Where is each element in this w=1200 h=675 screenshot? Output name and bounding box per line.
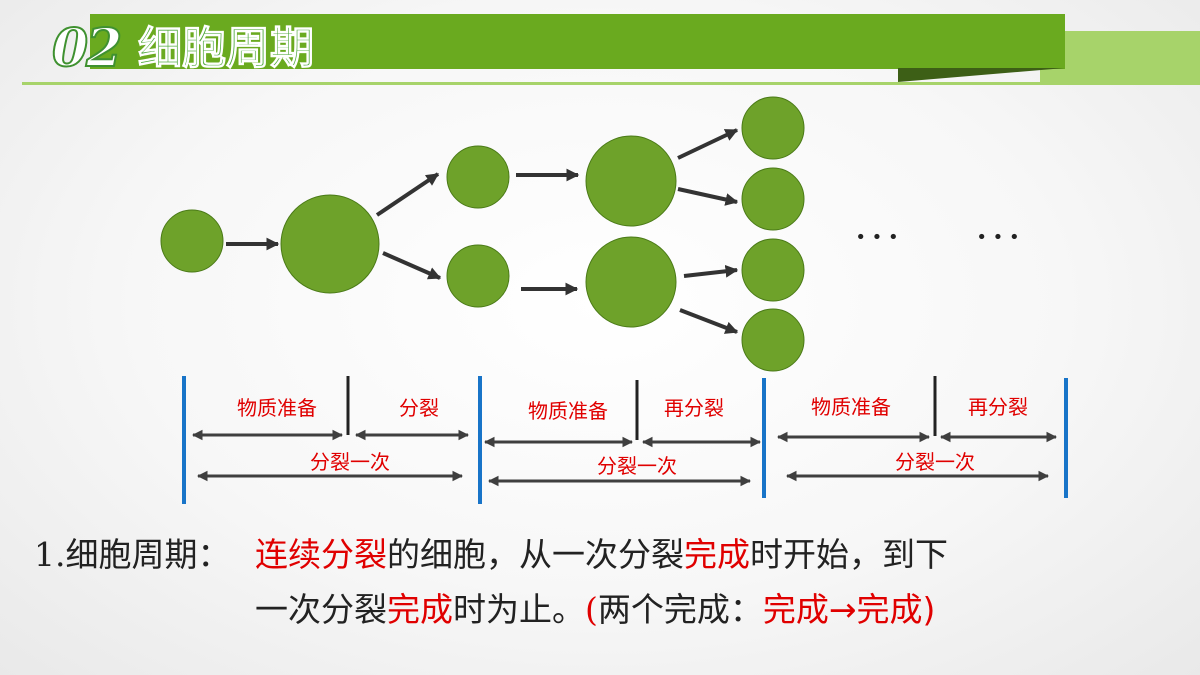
cell	[160, 209, 224, 273]
phase-label-division: 再分裂	[664, 396, 724, 420]
cell	[585, 135, 677, 227]
ellipsis: • • •	[855, 227, 898, 248]
paren-open: (	[585, 590, 598, 629]
flow-arrow	[677, 187, 739, 206]
definition-text: 两个完成：	[597, 590, 763, 629]
highlight-complete-to-complete: 完成→完成)	[762, 590, 936, 629]
definition-block: 1.细胞周期： 连续分裂的细胞，从一次分裂完成时开始，到下 一次分裂完成时为止。…	[0, 528, 1200, 648]
phase-label-preparation: 物质准备	[811, 395, 891, 419]
highlight-continuous-division: 连续分裂	[255, 535, 387, 574]
cell	[446, 145, 510, 209]
cell	[741, 308, 805, 372]
definition-number: 1.	[34, 535, 66, 574]
cell	[585, 236, 677, 328]
header-underline	[22, 82, 1200, 85]
cycle-label: 分裂一次	[310, 450, 390, 474]
section-number: 02	[51, 17, 123, 80]
cell	[741, 238, 805, 302]
phase-label-division: 再分裂	[968, 395, 1028, 419]
phase-label-preparation: 物质准备	[528, 399, 608, 423]
definition-text: 的细胞，从一次分裂	[387, 535, 684, 574]
definition-term: 细胞周期：	[65, 535, 231, 574]
highlight-complete: 完成	[684, 535, 750, 574]
phase-label-preparation: 物质准备	[237, 396, 317, 420]
flow-arrow	[382, 251, 442, 280]
definition-text: 时为止。	[453, 590, 585, 629]
highlight-complete: 完成	[387, 590, 453, 629]
flow-arrow	[683, 264, 739, 278]
cycle-label: 分裂一次	[895, 450, 975, 474]
definition-label: 1.细胞周期：	[34, 528, 231, 576]
definition-line-1: 连续分裂的细胞，从一次分裂完成时开始，到下	[255, 528, 948, 576]
cell	[446, 244, 510, 308]
cell	[741, 96, 805, 160]
definition-text: 时开始，到下	[750, 535, 948, 574]
flow-arrow	[679, 308, 739, 334]
header-band	[90, 14, 1065, 69]
page-title: 细胞周期	[138, 23, 315, 75]
definition-text: 一次分裂	[255, 590, 387, 629]
cell	[280, 194, 380, 294]
cell	[741, 167, 805, 231]
phase-label-division: 分裂	[399, 396, 439, 420]
flow-arrow	[375, 172, 440, 217]
flow-arrow	[677, 128, 739, 160]
definition-line-2: 一次分裂完成时为止。(两个完成：完成→完成)	[255, 583, 935, 631]
ellipsis: • • •	[976, 227, 1019, 248]
header-band-light	[1040, 31, 1200, 82]
cycle-label: 分裂一次	[597, 454, 677, 478]
